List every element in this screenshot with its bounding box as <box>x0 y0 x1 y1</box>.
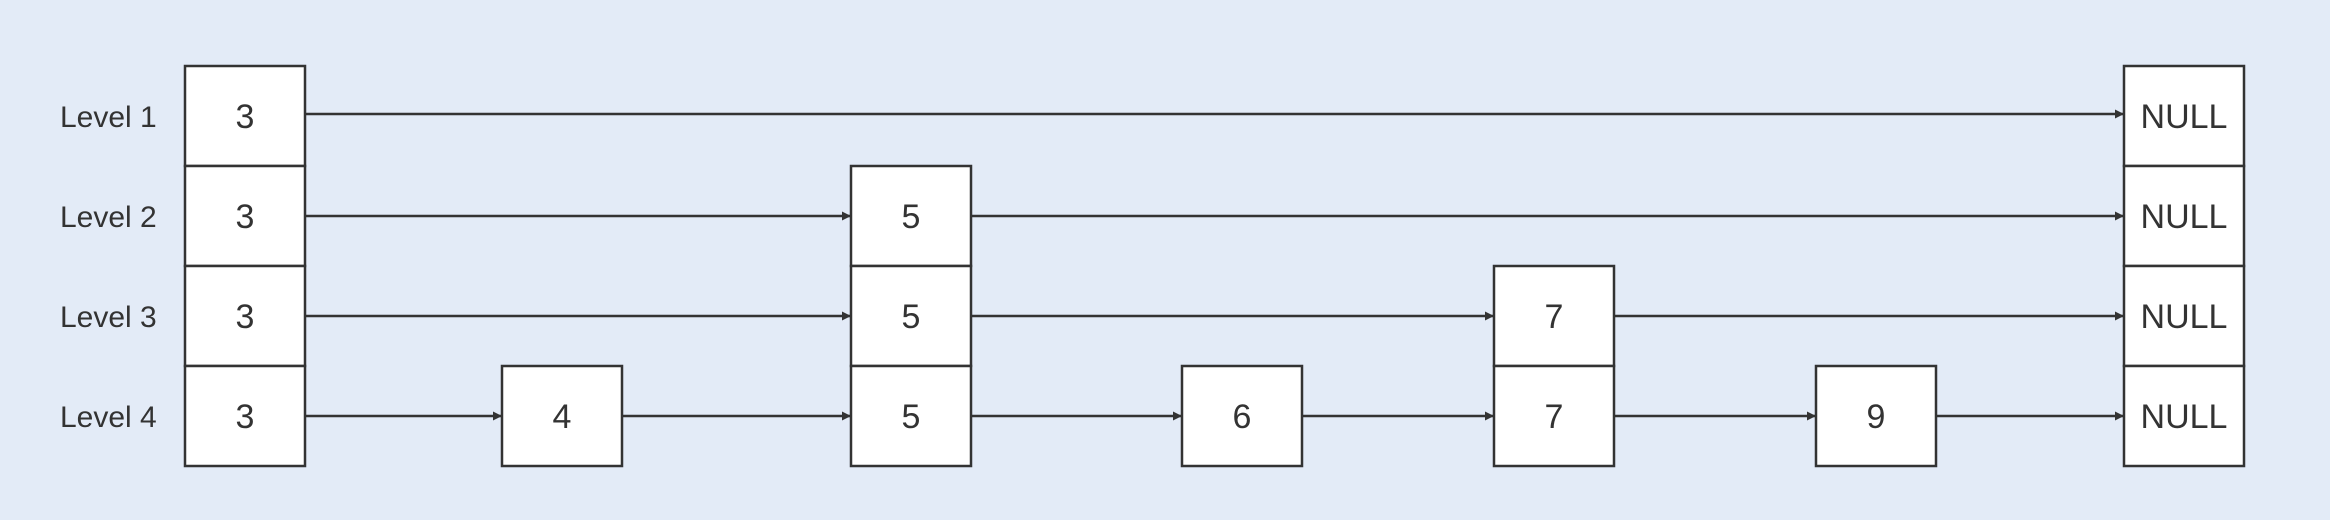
level-labels: Level 1 Level 2 Level 3 Level 4 <box>60 101 157 434</box>
node-value: 7 <box>1545 298 1564 336</box>
node-value: NULL <box>2141 298 2228 336</box>
skip-list-node: 4 <box>500 364 624 468</box>
skip-list-node: 9 <box>1814 364 1938 468</box>
node-value: NULL <box>2141 98 2228 136</box>
skip-list-node: 3 <box>183 64 307 168</box>
node-value: 4 <box>553 398 572 436</box>
skip-list-node: 5 <box>849 264 973 368</box>
node-value: 3 <box>236 198 255 236</box>
skip-list-node: 5 <box>849 364 973 468</box>
node-box <box>1492 264 1616 368</box>
node-box <box>2122 364 2246 468</box>
node-box <box>2122 64 2246 168</box>
null-node: NULL <box>2122 164 2246 268</box>
node-value: 6 <box>1233 398 1252 436</box>
node-value: 9 <box>1867 398 1886 436</box>
node-value: 5 <box>902 198 921 236</box>
skip-list-node: 7 <box>1492 264 1616 368</box>
skip-list-node: 5 <box>849 164 973 268</box>
node-value: 5 <box>902 398 921 436</box>
skip-list-node: 3 <box>183 364 307 468</box>
node-box <box>1492 364 1616 468</box>
node-value: 3 <box>236 98 255 136</box>
node-box <box>849 264 973 368</box>
skip-list-node: 6 <box>1180 364 1304 468</box>
node-box <box>500 364 624 468</box>
node-box <box>1180 364 1304 468</box>
node-box <box>849 364 973 468</box>
null-node: NULL <box>2122 364 2246 468</box>
skip-list-node: 3 <box>183 264 307 368</box>
null-node: NULL <box>2122 64 2246 168</box>
node-value: 7 <box>1545 398 1564 436</box>
level-label: Level 4 <box>60 401 157 434</box>
null-node: NULL <box>2122 264 2246 368</box>
level-label: Level 1 <box>60 101 157 134</box>
node-value: NULL <box>2141 198 2228 236</box>
node-value: NULL <box>2141 398 2228 436</box>
node-box <box>1814 364 1938 468</box>
level-label: Level 2 <box>60 201 157 234</box>
node-value: 5 <box>902 298 921 336</box>
skip-list-node: 7 <box>1492 364 1616 468</box>
node-value: 3 <box>236 398 255 436</box>
node-box <box>183 364 307 468</box>
level-label: Level 3 <box>60 301 157 334</box>
node-box <box>849 164 973 268</box>
node-box <box>2122 264 2246 368</box>
node-value: 3 <box>236 298 255 336</box>
node-box <box>183 64 307 168</box>
skip-list-node: 3 <box>183 164 307 268</box>
links <box>305 109 2124 421</box>
